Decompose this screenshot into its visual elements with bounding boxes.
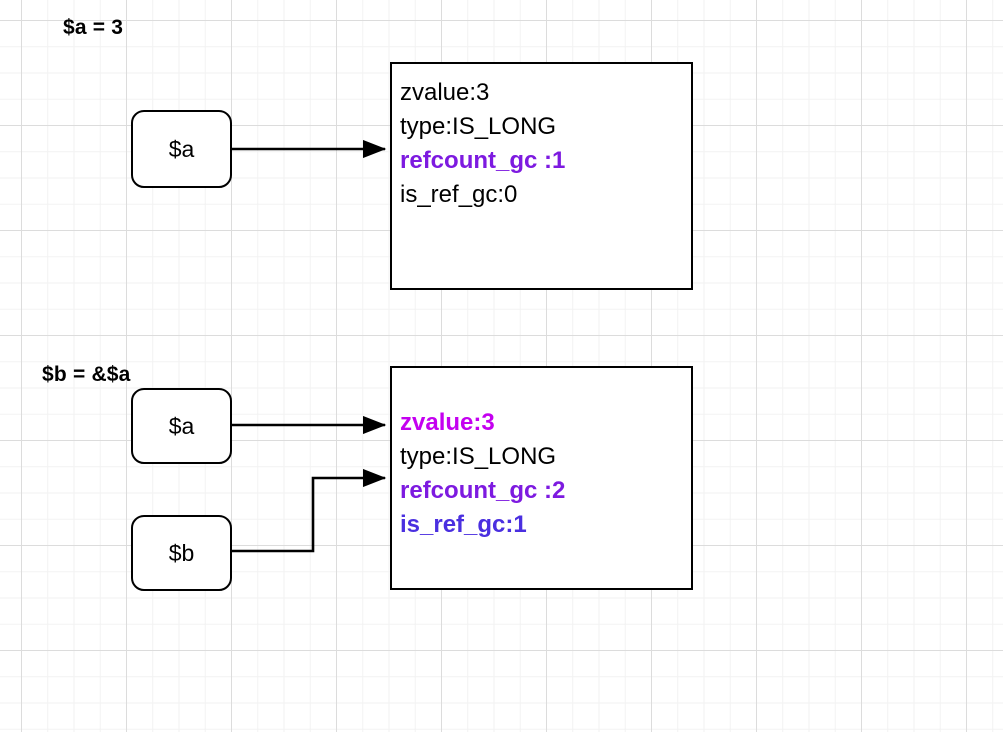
- zval-line-zvalue: zvalue:3: [400, 409, 495, 436]
- variable-label: $b: [168, 539, 195, 566]
- zval-line-is-ref-gc: is_ref_gc:1: [400, 511, 527, 538]
- variable-box-a-2[interactable]: $a: [131, 388, 232, 464]
- zval-line-zvalue: zvalue:3: [400, 79, 490, 106]
- zval-line-is-ref-gc: is_ref_gc:0: [400, 181, 518, 208]
- arrow-b1-to-zval2: [232, 468, 387, 553]
- section-label-a-assign: $a = 3: [63, 16, 124, 39]
- variable-label: $a: [168, 135, 195, 162]
- zval-line-refcount-gc: refcount_gc :1: [400, 147, 566, 174]
- zval-box-1[interactable]: zvalue:3 type:IS_LONG refcount_gc :1 is_…: [390, 62, 693, 290]
- variable-box-b-1[interactable]: $b: [131, 515, 232, 591]
- zval-line-type: type:IS_LONG: [400, 113, 557, 140]
- variable-box-a-1[interactable]: $a: [131, 110, 232, 188]
- zval-box-2[interactable]: zvalue:3 type:IS_LONG refcount_gc :2 is_…: [390, 366, 693, 590]
- variable-label: $a: [168, 412, 195, 439]
- zval-line-refcount-gc: refcount_gc :2: [400, 477, 566, 504]
- zval-line-type: type:IS_LONG: [400, 443, 557, 470]
- section-label-b-reference: $b = &$a: [42, 363, 131, 386]
